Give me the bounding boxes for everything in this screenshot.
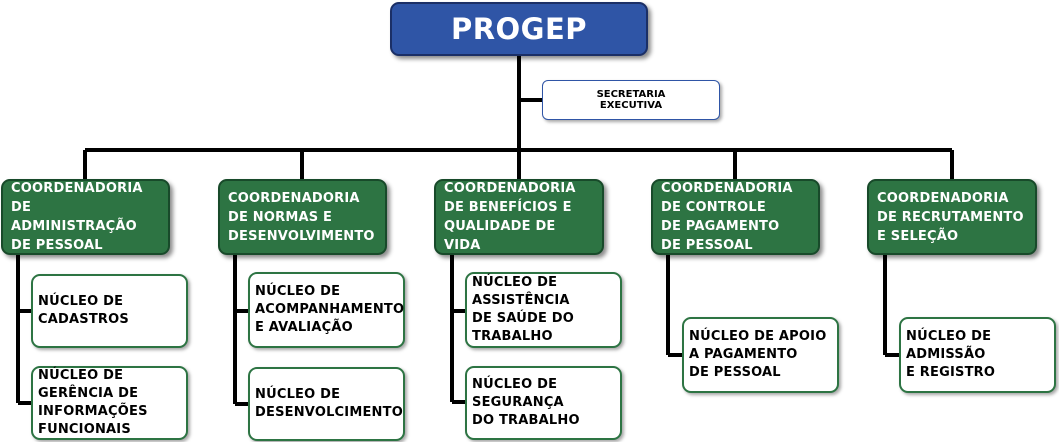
nucleo-cadastros: NÚCLEO DE CADASTROS <box>31 274 188 348</box>
nucleo-apoio-pagamento: NÚCLEO DE APOIO A PAGAMENTO DE PESSOAL <box>682 317 839 393</box>
secretaria-executiva-box: SECRETARIA EXECUTIVA <box>542 80 720 120</box>
nucleo-assistencia-saude: NÚCLEO DE ASSISTÊNCIA DE SAÚDE DO TRABAL… <box>465 272 622 348</box>
coord-controle-pagamento: COORDENADORIA DE CONTROLE DE PAGAMENTO D… <box>651 179 820 255</box>
coord-administracao-pessoal: COORDENADORIA DE ADMINISTRAÇÃO DE PESSOA… <box>1 179 170 255</box>
coord-label: COORDENADORIA DE ADMINISTRAÇÃO DE PESSOA… <box>11 181 143 253</box>
nucleo-seguranca-trabalho: NÚCLEO DE SEGURANÇA DO TRABALHO <box>465 366 622 440</box>
coord-label: COORDENADORIA DE CONTROLE DE PAGAMENTO D… <box>661 181 793 253</box>
nucleo-label: NÚCLEO DE SEGURANÇA DO TRABALHO <box>472 377 580 428</box>
coord-recrutamento-selecao: COORDENADORIA DE RECRUTAMENTO E SELEÇÃO <box>867 179 1037 255</box>
nucleo-label: NÚCLEO DE ADMISSÃO E REGISTRO <box>906 329 996 380</box>
nucleo-label: NÚCLEO DE APOIO A PAGAMENTO DE PESSOAL <box>689 329 827 380</box>
nucleo-label: NÚCLEO DE DESENVOLCIMENTO <box>255 387 403 420</box>
nucleo-label: NÚCLEO DE ACOMPANHAMENTO E AVALIAÇÃO <box>255 284 405 335</box>
nucleo-desenvolcimento: NÚCLEO DE DESENVOLCIMENTO <box>248 367 405 441</box>
secretaria-executiva-label: SECRETARIA EXECUTIVA <box>596 89 666 111</box>
nucleo-gerencia-informacoes: NÚCLEO DE GERÊNCIA DE INFORMAÇÕES FUNCIO… <box>31 366 188 440</box>
coord-label: COORDENADORIA DE NORMAS E DESENVOLVIMENT… <box>228 190 375 244</box>
coord-normas-desenvolvimento: COORDENADORIA DE NORMAS E DESENVOLVIMENT… <box>218 179 387 255</box>
nucleo-label: NÚCLEO DE CADASTROS <box>38 294 129 327</box>
progep-label: PROGEP <box>450 12 588 46</box>
progep-box: PROGEP <box>390 2 648 56</box>
coord-label: COORDENADORIA DE RECRUTAMENTO E SELEÇÃO <box>877 190 1024 244</box>
nucleo-acompanhamento-avaliacao: NÚCLEO DE ACOMPANHAMENTO E AVALIAÇÃO <box>248 272 405 348</box>
nucleo-label: NÚCLEO DE GERÊNCIA DE INFORMAÇÕES FUNCIO… <box>38 368 148 437</box>
coord-label: COORDENADORIA DE BENEFÍCIOS E QUALIDADE … <box>444 181 576 253</box>
nucleo-admissao-registro: NÚCLEO DE ADMISSÃO E REGISTRO <box>899 317 1056 393</box>
coord-beneficios-qualidade-vida: COORDENADORIA DE BENEFÍCIOS E QUALIDADE … <box>434 179 604 255</box>
nucleo-label: NÚCLEO DE ASSISTÊNCIA DE SAÚDE DO TRABAL… <box>472 275 575 344</box>
